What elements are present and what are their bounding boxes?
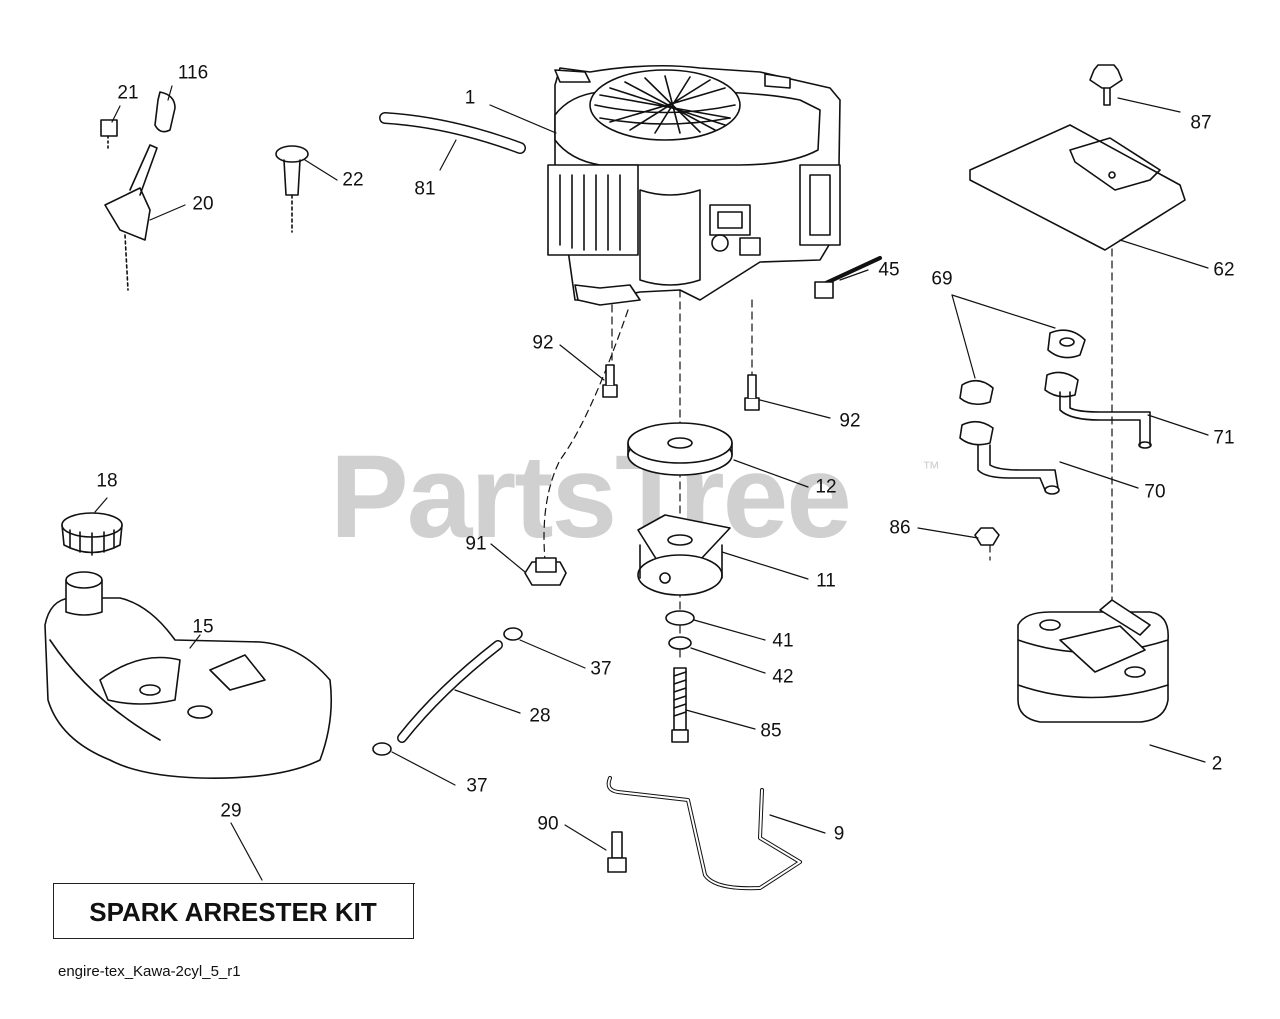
watermark-brand: PartsTree bbox=[330, 431, 852, 563]
exhaust-pipe-part bbox=[959, 329, 1152, 495]
callout-2: 2 bbox=[1211, 753, 1223, 775]
kit-box-top-border bbox=[53, 883, 415, 884]
callout-37-top: 37 bbox=[590, 658, 612, 680]
pulley-part bbox=[627, 422, 733, 476]
engine-part bbox=[547, 64, 841, 306]
throttle-lever-part bbox=[100, 91, 176, 291]
callout-18: 18 bbox=[96, 470, 118, 492]
clutch-part bbox=[637, 514, 731, 596]
callout-91: 91 bbox=[465, 533, 487, 555]
spark-arrester-kit-label: SPARK ARRESTER KIT bbox=[89, 897, 377, 927]
callout-12: 12 bbox=[815, 476, 837, 498]
callout-29: 29 bbox=[220, 800, 242, 822]
callout-86: 86 bbox=[889, 517, 911, 539]
heat-shield-part bbox=[969, 124, 1186, 251]
fuel-tank-part bbox=[44, 571, 333, 779]
muffler-part bbox=[1017, 599, 1169, 723]
callout-22: 22 bbox=[342, 169, 364, 191]
callout-70: 70 bbox=[1144, 481, 1166, 503]
callout-116: 116 bbox=[177, 62, 209, 84]
choke-knob-part bbox=[275, 145, 309, 233]
callout-62: 62 bbox=[1213, 259, 1235, 281]
fuel-cap-part bbox=[61, 512, 123, 556]
callout-20: 20 bbox=[192, 193, 214, 215]
callout-85: 85 bbox=[760, 720, 782, 742]
callout-42: 42 bbox=[772, 666, 794, 688]
callout-15: 15 bbox=[192, 616, 214, 638]
kit-box-left-border bbox=[53, 883, 54, 939]
diagram-file-name: engire-tex_Kawa-2cyl_5_r1 bbox=[58, 963, 241, 980]
callout-87: 87 bbox=[1190, 112, 1212, 134]
callout-81: 81 bbox=[414, 178, 436, 200]
callout-1: 1 bbox=[464, 87, 476, 109]
callout-37-bottom: 37 bbox=[466, 775, 488, 797]
kit-box bbox=[53, 884, 414, 939]
callout-71: 71 bbox=[1213, 427, 1235, 449]
callout-41: 41 bbox=[772, 630, 794, 652]
callout-45: 45 bbox=[878, 259, 900, 281]
callout-21: 21 bbox=[117, 82, 139, 104]
callout-90: 90 bbox=[537, 813, 559, 835]
watermark-trademark: ™ bbox=[922, 458, 940, 478]
callout-69: 69 bbox=[931, 268, 953, 290]
callout-92-right: 92 bbox=[839, 410, 861, 432]
callout-11: 11 bbox=[816, 570, 836, 592]
callout-9: 9 bbox=[833, 823, 845, 845]
callout-28: 28 bbox=[529, 705, 551, 727]
callout-92-left: 92 bbox=[532, 332, 554, 354]
